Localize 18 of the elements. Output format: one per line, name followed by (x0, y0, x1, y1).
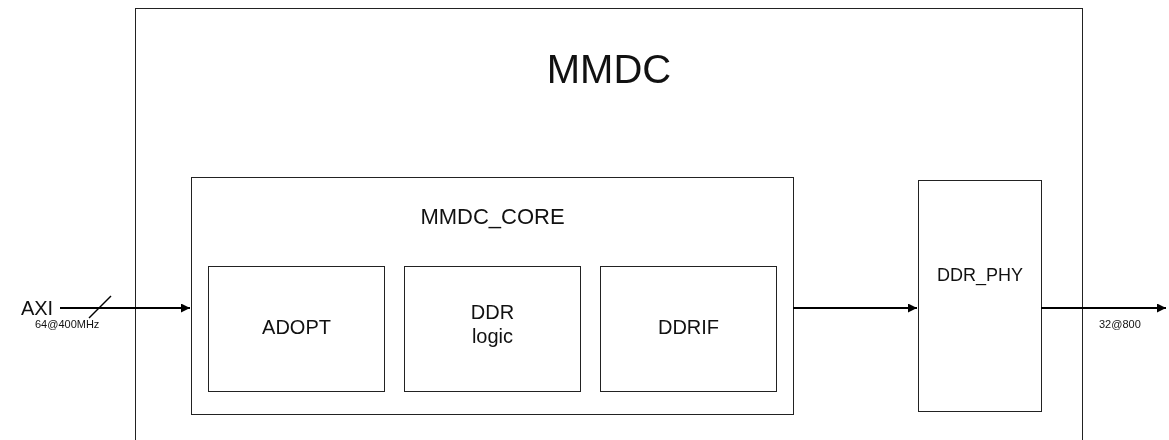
block-title: DDR_PHY (936, 265, 1024, 287)
block-title: MMDC (545, 46, 673, 93)
signal-label: AXI (19, 296, 55, 320)
block-box (600, 266, 777, 392)
block-box (191, 177, 794, 415)
block-box (404, 266, 581, 392)
block-title: ADOPT (261, 315, 332, 339)
edge-label: 64@400MHz (35, 318, 100, 330)
phy-box (918, 180, 1042, 412)
arrow (792, 303, 918, 313)
arrow (59, 303, 191, 313)
arrow (1040, 303, 1167, 313)
block-title: DDRIF (656, 315, 721, 339)
edge-label: 32@800 (1099, 318, 1141, 330)
module-box (135, 8, 1083, 440)
block-box (208, 266, 385, 392)
block-title: DDR logic (469, 300, 516, 348)
block-title: MMDC_CORE (419, 204, 566, 231)
